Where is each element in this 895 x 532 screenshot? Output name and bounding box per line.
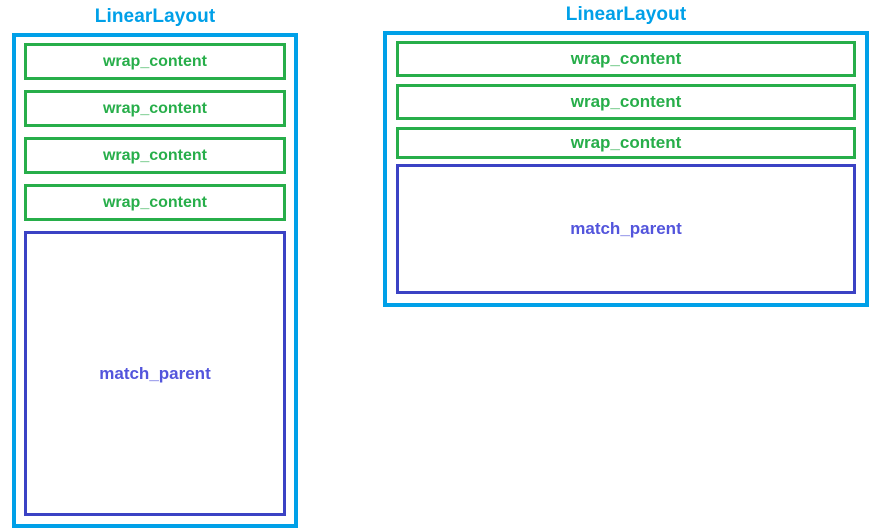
- panel-left-title: LinearLayout: [94, 6, 216, 27]
- panel-left-child-match-parent: match_parent: [24, 231, 286, 516]
- linearlayout-panel-right: LinearLayout wrap_content wrap_content w…: [383, 2, 869, 307]
- panel-right-child-label-4: match_parent: [570, 219, 682, 238]
- panel-right-title: LinearLayout: [565, 4, 687, 25]
- panel-left-child-wrap-content-2: wrap_content: [24, 90, 286, 127]
- panel-left-child-wrap-content-1: wrap_content: [24, 43, 286, 80]
- panel-left-child-wrap-content-4: wrap_content: [24, 184, 286, 221]
- linearlayout-panel-left: LinearLayout wrap_content wrap_content w…: [12, 4, 298, 528]
- panel-left-child-label-3: wrap_content: [102, 146, 207, 164]
- panel-right-child-wrap-content-1: wrap_content: [396, 41, 856, 77]
- panel-right-child-label-2: wrap_content: [570, 92, 682, 111]
- panel-left-child-label-5: match_parent: [99, 363, 211, 383]
- panel-left-container: wrap_content wrap_content wrap_content w…: [12, 33, 298, 528]
- panel-left-child-label-1: wrap_content: [102, 52, 207, 70]
- panel-right-child-wrap-content-2: wrap_content: [396, 84, 856, 120]
- panel-right-child-match-parent: match_parent: [396, 164, 856, 294]
- panel-left-child-label-2: wrap_content: [102, 99, 207, 117]
- panel-right-container: wrap_content wrap_content wrap_content m…: [383, 31, 869, 307]
- panel-right-child-wrap-content-3: wrap_content: [396, 127, 856, 159]
- panel-right-child-label-3: wrap_content: [570, 133, 682, 152]
- panel-left-child-label-4: wrap_content: [102, 193, 207, 211]
- panel-left-child-wrap-content-3: wrap_content: [24, 137, 286, 174]
- panel-right-child-label-1: wrap_content: [570, 49, 682, 68]
